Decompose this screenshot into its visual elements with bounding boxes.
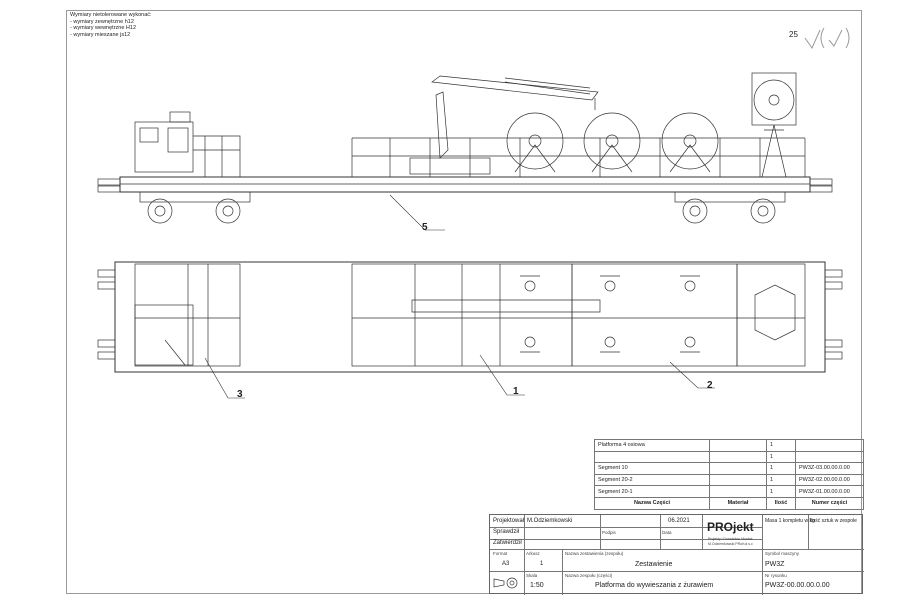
notes-line: - wymiary wewnętrzne H12	[70, 25, 137, 31]
callout-3: 3	[237, 389, 243, 400]
pcs-label: Ilość sztuk w zespole	[810, 518, 857, 524]
role-checker: Sprawdził	[493, 529, 520, 535]
drawing-no-label: Nr rysunku	[765, 573, 787, 578]
company-logo: PROjekt	[707, 520, 754, 534]
role-designer: Projektował	[493, 518, 525, 524]
scale-value: 1:50	[530, 582, 544, 589]
assembly-label: Nazwa zestawienia (zespołu)	[565, 551, 624, 556]
notes-line: - wymiary mieszane js12	[70, 31, 131, 38]
table-row: Platforma 4 osiowa 1	[594, 439, 864, 452]
callout-5: 5	[422, 222, 428, 233]
parts-list-table: Platforma 4 osiowa 1 1 Segment 10 1 PW3Z…	[594, 439, 864, 510]
company-sub: M.Odziemkowski PRoKol s.c	[708, 542, 753, 546]
title-block: Projektował Sprawdził Zatwierdził M.Odzi…	[489, 514, 864, 595]
callout-2: 2	[707, 380, 713, 391]
drawing-sheet	[66, 10, 862, 594]
table-header: Nazwa Części Materiał Ilość Numer części	[594, 496, 864, 510]
date-label: Data	[662, 530, 672, 535]
role-approver: Zatwierdził	[493, 540, 522, 546]
table-row: Segment 20-1 1 PW3Z-01.00.00.0.00	[594, 485, 864, 498]
notes-line: - wymiary zewnętrzne h12	[70, 18, 134, 25]
check-marks	[804, 27, 850, 50]
machine-value: PW3Z	[765, 561, 785, 568]
signature-label: Podpis	[602, 530, 616, 535]
designer-name: M.Odziemkowski	[527, 518, 573, 524]
projection-symbol-icon	[493, 577, 518, 589]
table-row: Segment 10 1 PW3Z-03.00.00.0.00	[594, 462, 864, 475]
sheet-number: 25	[789, 30, 798, 39]
side-view	[97, 72, 833, 231]
part-name-label: Nazwa zespołu (części)	[565, 573, 613, 578]
scale-label: Skala	[526, 573, 538, 578]
sheet-label: Arkusz	[526, 551, 540, 556]
format-value: A3	[502, 561, 510, 567]
format-label: Format	[493, 551, 508, 556]
sheet-value: 1	[540, 561, 544, 567]
tolerance-notes: Wymiary nietolerowane wykonać: - wymiary…	[70, 12, 152, 38]
date-value: 06.2021	[668, 518, 690, 524]
drawing-no-value: PW3Z-00.00.00.0.00	[765, 582, 830, 589]
part-name-value: Platforma do wywieszania z żurawiem	[595, 582, 714, 589]
table-row: Segment 20-2 1 PW3Z-02.00.00.0.00	[594, 473, 864, 487]
callout-1: 1	[513, 386, 519, 397]
mass-label: Masa 1 kompletu w kg	[765, 518, 815, 524]
top-view	[97, 261, 843, 399]
company-sub: Projekty i Doradztwo Montaż	[708, 537, 753, 541]
machine-label: Symbol maszyny	[765, 551, 800, 556]
table-row: 1	[594, 450, 864, 464]
assembly-value: Zestawienie	[635, 561, 673, 568]
notes-title: Wymiary nietolerowane wykonać:	[70, 12, 152, 18]
